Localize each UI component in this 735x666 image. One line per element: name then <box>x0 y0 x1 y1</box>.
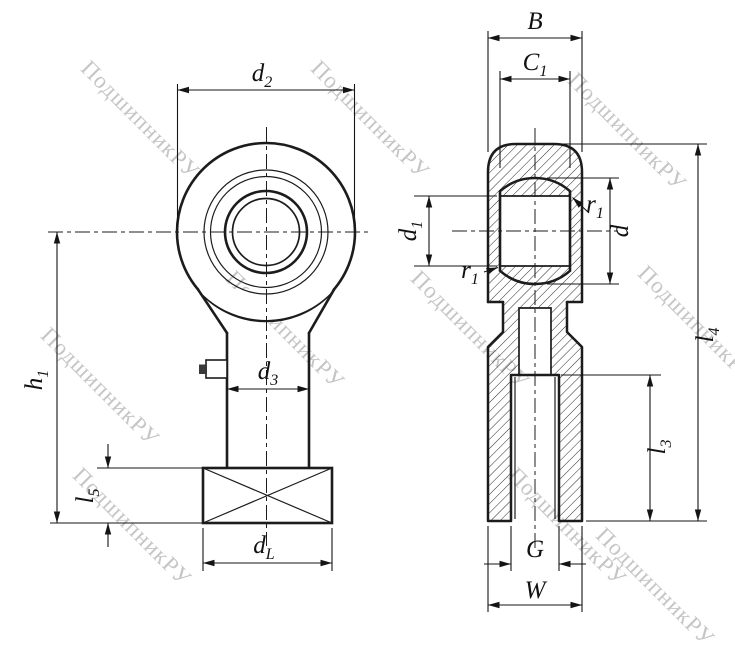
grease-fitting-tip <box>199 364 207 374</box>
dim-d: d <box>547 177 634 285</box>
label-r1-upper: r1 <box>586 191 604 222</box>
section-view: B C1 d1 r1 r1 d <box>395 8 723 612</box>
leader-line <box>572 197 590 214</box>
dim-l5: l5 <box>72 444 203 547</box>
pilot-hole-outline <box>518 307 552 375</box>
label-B: B <box>527 8 542 35</box>
label-l4: l4 <box>692 328 723 343</box>
section-housing <box>486 142 584 304</box>
front-thread-base <box>201 466 334 525</box>
label-h1: h1 <box>21 370 52 391</box>
label-d1: d1 <box>395 221 426 242</box>
head-shank-blend-right <box>307 287 336 335</box>
label-l3: l3 <box>644 440 675 455</box>
head-shank-blend-left <box>196 287 229 335</box>
watermark-text: ПодшипникРУ <box>221 265 350 394</box>
dim-h1: h1 <box>21 232 203 524</box>
label-d: d <box>607 224 634 237</box>
dim-G: G <box>484 526 586 571</box>
dim-dL: dL <box>202 528 333 571</box>
thread-symbol-diagonal-2 <box>202 467 333 524</box>
dim-C1: C1 <box>499 49 571 168</box>
watermark-layer: ПодшипникРУ ПодшипникРУ ПодшипникРУ Подш… <box>36 55 735 651</box>
dim-d1: d1 <box>395 195 497 267</box>
dim-B: B <box>487 8 583 152</box>
watermark-text: ПодшипникРУ <box>76 55 205 184</box>
label-W: W <box>525 577 548 604</box>
label-d3: d3 <box>258 358 279 389</box>
dim-r1-upper: r1 <box>572 191 604 222</box>
dim-d3: d3 <box>227 358 309 393</box>
dim-W: W <box>487 526 583 612</box>
watermark-text: ПодшипникРУ <box>36 322 165 451</box>
front-centerlines <box>48 127 372 546</box>
label-dL: dL <box>253 532 275 563</box>
label-l5: l5 <box>72 489 103 504</box>
leader-line <box>483 266 499 275</box>
grease-fitting <box>199 359 228 379</box>
label-r1-lower: r1 <box>461 257 479 288</box>
head-arc-cover <box>197 289 335 320</box>
dim-l3: l3 <box>561 374 675 521</box>
section-centerlines <box>452 128 618 548</box>
dim-r1-lower: r1 <box>461 257 499 288</box>
dim-d2: d2 <box>176 60 356 226</box>
body-section-hatch <box>488 302 582 521</box>
watermark-text: ПодшипникРУ <box>68 462 197 591</box>
ball-cap-hatch <box>500 177 570 285</box>
label-G: G <box>526 536 544 563</box>
housing-outline <box>486 142 584 304</box>
front-shank <box>199 331 311 470</box>
dim-l4: l4 <box>558 143 723 522</box>
watermark-text: ПодшипникРУ <box>633 260 735 389</box>
label-C1: C1 <box>523 49 548 80</box>
label-d2: d2 <box>252 60 273 91</box>
front-view: d2 h1 l5 d3 dL <box>21 60 372 571</box>
grease-fitting-body <box>205 359 228 379</box>
